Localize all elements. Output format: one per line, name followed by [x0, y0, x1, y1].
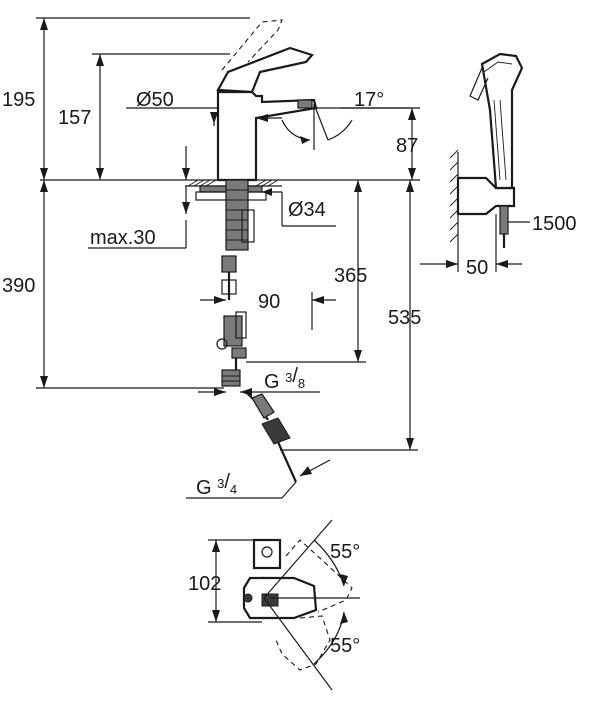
faucet-side-view: 195 157 Ø50 17° 87 Ø34	[2, 17, 421, 499]
dim-below-counter: 390	[2, 275, 35, 297]
dim-rotation-upper: 55°	[330, 541, 360, 563]
dim-valve-depth: 365	[334, 265, 367, 287]
spout-outlet	[297, 99, 313, 109]
dim-holder-width: 50	[466, 257, 488, 279]
mounting-shank	[225, 179, 255, 251]
dim-valve-offset: 90	[258, 291, 280, 313]
shower-holder	[456, 176, 516, 216]
lever-rotated-lower	[275, 615, 331, 671]
dim-lever-angle: 17°	[354, 89, 384, 111]
dim-spout-height: 157	[58, 107, 91, 129]
dim-max-thickness: max.30	[90, 227, 156, 249]
dim-spout-diameter: Ø50	[136, 89, 174, 111]
top-view: 102 55° 55°	[188, 519, 360, 691]
shower-trigger	[469, 67, 489, 101]
dim-base-diameter: Ø34	[288, 199, 326, 221]
dim-thread-small: G 3/8	[264, 365, 305, 393]
dim-total-depth: 535	[388, 307, 421, 329]
dim-top-width: 102	[188, 573, 221, 595]
angled-hose	[245, 391, 298, 483]
dim-thread-large: G 3/4	[196, 471, 237, 499]
supply-hose-stack	[216, 255, 247, 387]
lever-raised-outline	[221, 19, 283, 71]
dim-rotation-lower: 55°	[330, 635, 360, 657]
top-spout	[252, 538, 282, 570]
dim-overall-height: 195	[2, 89, 35, 111]
dim-spout-reach: 87	[396, 135, 418, 157]
hand-shower-view: 1500 50	[420, 52, 577, 279]
lever-rotated-upper	[285, 539, 353, 613]
dim-hose-length: 1500	[532, 213, 577, 235]
lever-handle	[216, 46, 314, 94]
